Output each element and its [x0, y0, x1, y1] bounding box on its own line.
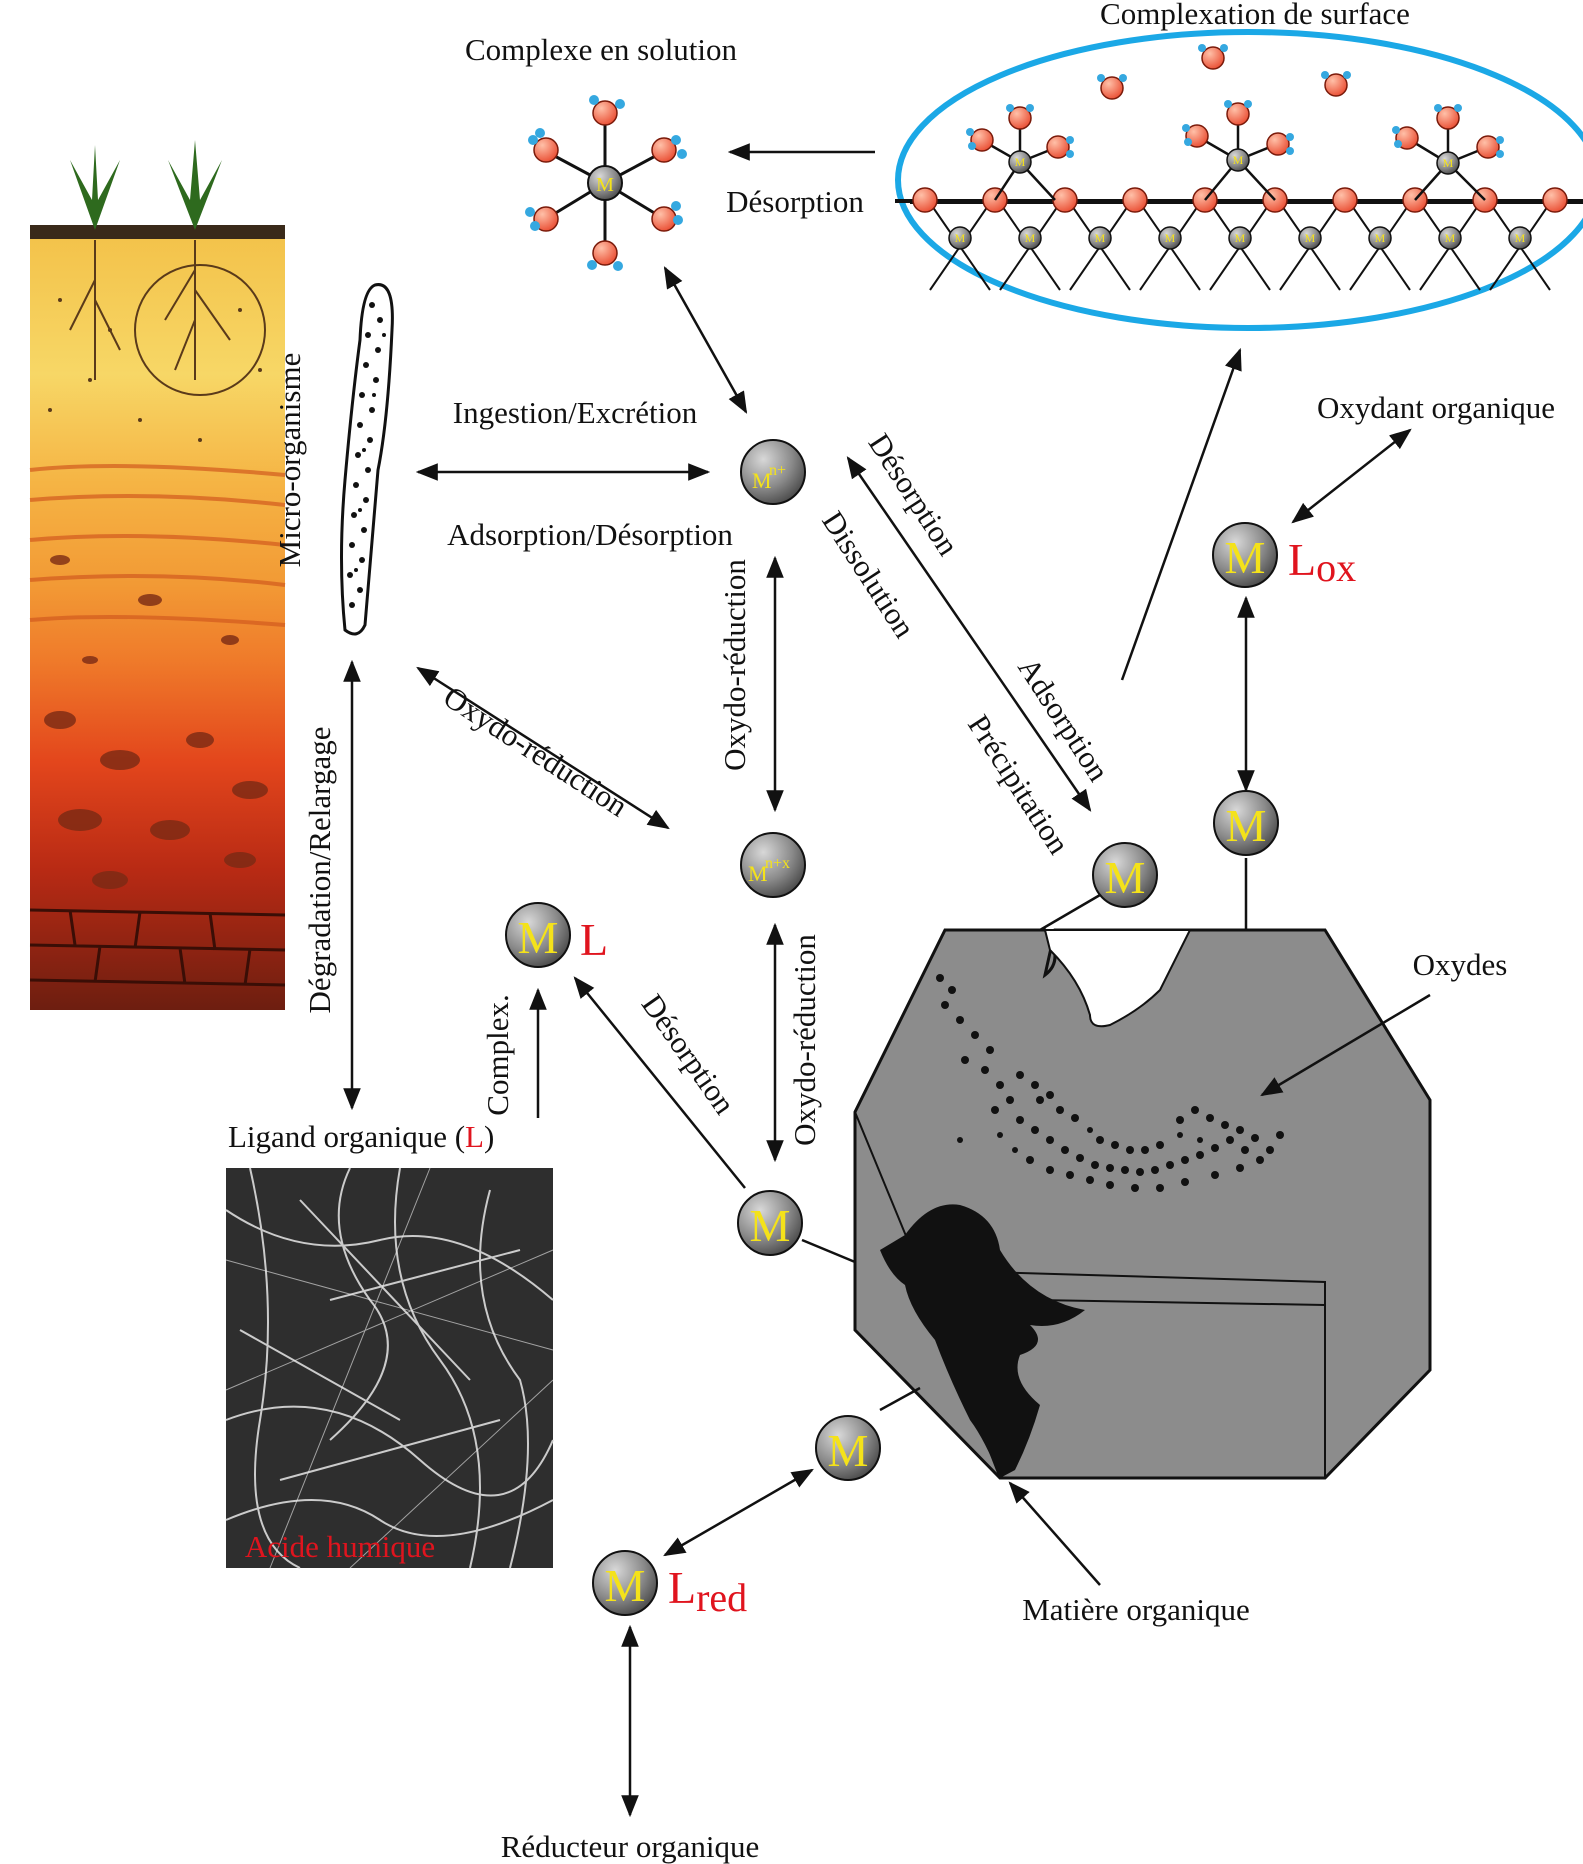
surface-complexation-ellipse: M M M M M M M M M: [895, 29, 1583, 331]
metal-ion-mn: M n+: [740, 439, 806, 505]
oxydant-arrow: [1291, 428, 1412, 524]
solution-complex-metal-letter: M: [596, 174, 614, 196]
ligand-label-text: Ligand organique (: [228, 1119, 465, 1154]
degradation-label: Dégradation/Relargage: [302, 727, 337, 1014]
complexe-mn-arrow: [663, 266, 748, 414]
oxydo-diag-arrow: [416, 666, 670, 830]
surface-complex-metal-letter: M: [1443, 156, 1454, 170]
dissolution-label: Dissolution: [815, 505, 922, 644]
oxydo-vertical-1-label: Oxydo-réduction: [717, 559, 752, 771]
desorption-lower-arrow: [573, 976, 746, 1189]
desorption-diag-label: Désorption: [862, 427, 967, 562]
lattice-metal-letter: M: [1025, 231, 1036, 245]
lred-ligand-letter: Lred: [668, 1562, 747, 1620]
surface-complex-metal-letter: M: [1015, 155, 1026, 169]
ml-ligand-letter: L: [580, 914, 608, 965]
ingestion-label: Ingestion/Excrétion: [453, 395, 698, 430]
desorption-top-label: Désorption: [726, 184, 864, 219]
lred-metal-letter: M: [605, 1560, 646, 1611]
lattice-metal-letter: M: [955, 231, 966, 245]
oxydant-label: Oxydant organique: [1317, 390, 1555, 425]
micro-organisme-label: Micro-organisme: [272, 353, 307, 568]
metal-ligand-lox: M Lox: [1212, 522, 1356, 590]
mnx-letter: M: [748, 861, 768, 886]
lattice-metal-letter: M: [1305, 231, 1316, 245]
lox-metal-letter: M: [1225, 532, 1266, 583]
surface-complexation-arrow: [1120, 347, 1242, 681]
adsorption-desorption-label: Adsorption/Désorption: [447, 517, 733, 552]
metal-ligand-ml: M L: [505, 902, 608, 968]
m-lred-arrow: [663, 1468, 814, 1557]
lattice-metal-letter: M: [1235, 231, 1246, 245]
lred-L: L: [668, 1562, 696, 1613]
solution-complex-molecule: M: [525, 95, 687, 271]
metal-ion-mnx: M n+x: [740, 832, 806, 898]
mn-superscript: n+: [769, 462, 786, 479]
adsorption-arrow: [846, 456, 1092, 812]
complexation-surface-label: Complexation de surface: [1100, 0, 1410, 31]
micro-organism-shape: [340, 283, 394, 636]
complexe-solution-label: Complexe en solution: [465, 32, 738, 67]
mineral-block: [853, 928, 1432, 1480]
m-lower-letter: M: [750, 1200, 791, 1251]
ligand-label: Ligand organique (L): [228, 1119, 494, 1154]
soil-profile-image: [29, 140, 286, 1010]
m-bottom-letter: M: [828, 1425, 869, 1476]
lox-subscript: ox: [1316, 545, 1356, 590]
oxydo-diag-label: Oxydo-réduction: [437, 679, 634, 824]
desorption-lower-label: Désorption: [635, 988, 743, 1121]
matiere-arrow: [1008, 1481, 1101, 1586]
lox-L: L: [1288, 534, 1316, 585]
metal-m-bottom: M: [815, 1415, 881, 1481]
acide-humique-label: Acide humique: [245, 1529, 435, 1564]
lattice-metal-letter: M: [1375, 231, 1386, 245]
humic-acid-image: [225, 1167, 554, 1569]
oxydo-vertical-2-label: Oxydo-réduction: [787, 934, 822, 1146]
lattice-metal-letter: M: [1445, 231, 1456, 245]
complex-label: Complex.: [480, 994, 515, 1115]
oxydes-label: Oxydes: [1413, 947, 1508, 982]
m-lower-line: [801, 1238, 856, 1264]
lox-ligand-letter: Lox: [1288, 534, 1356, 590]
lattice-metal-letter: M: [1095, 231, 1106, 245]
metal-ligand-lred: M Lred: [592, 1550, 747, 1620]
lattice-metal-letter: M: [1165, 231, 1176, 245]
ligand-label-L: L: [465, 1119, 484, 1154]
mn-letter: M: [752, 468, 772, 493]
metal-m-adsorbed: M: [1092, 842, 1158, 908]
surface-complex-metal-letter: M: [1233, 153, 1244, 167]
lred-subscript: red: [696, 1575, 747, 1620]
matiere-organique-label: Matière organique: [1022, 1592, 1250, 1627]
m-attach-line: [1039, 893, 1101, 932]
metal-m-top: M: [1213, 790, 1279, 856]
lattice-metal-letter: M: [1515, 231, 1526, 245]
mnx-superscript: n+x: [765, 855, 790, 872]
metal-m-lower: M: [737, 1190, 803, 1256]
m-top-letter: M: [1226, 800, 1267, 851]
ligand-label-close: ): [484, 1119, 494, 1154]
m-adsorbed-letter: M: [1105, 852, 1146, 903]
m-bottom-line: [879, 1386, 921, 1412]
oxydes-arrow: [1260, 993, 1431, 1097]
reducteur-label: Réducteur organique: [501, 1829, 760, 1864]
ml-metal-letter: M: [518, 912, 559, 963]
